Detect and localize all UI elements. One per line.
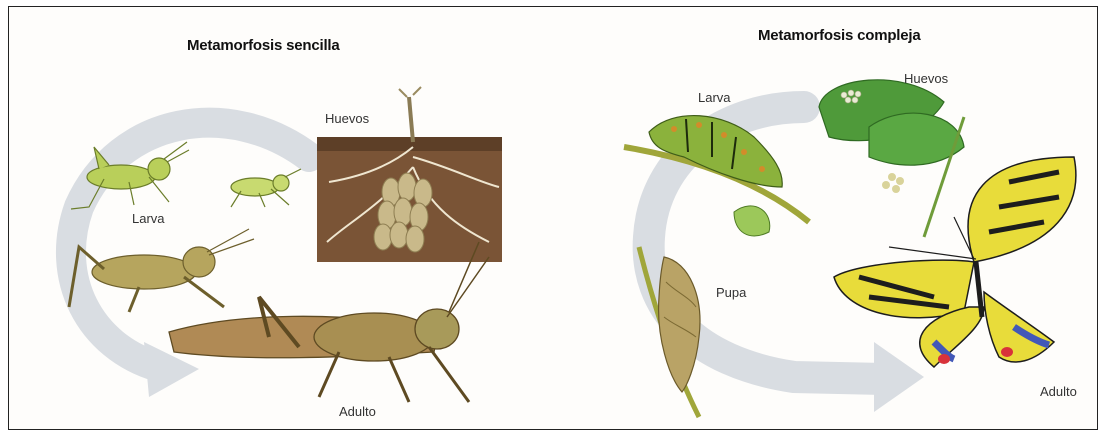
complex-metamorphosis-panel: Metamorfosis compleja Huevos Larva Pupa …	[604, 7, 1099, 429]
complex-pupa-label: Pupa	[716, 285, 746, 300]
nymph-tiny-illustration	[231, 169, 301, 207]
complex-metamorphosis-illustration	[604, 7, 1099, 431]
butterfly-illustration	[834, 157, 1076, 367]
simple-metamorphosis-title: Metamorfosis sencilla	[187, 37, 340, 54]
pupa-illustration	[639, 247, 700, 417]
simple-metamorphosis-panel: Metamorfosis sencilla Huevos Larva Adult…	[9, 7, 599, 429]
leaf-eggs-illustration	[819, 80, 964, 237]
simple-larva-label: Larva	[132, 211, 165, 226]
figure-frame: Metamorfosis sencilla Huevos Larva Adult…	[8, 6, 1098, 430]
complex-metamorphosis-title: Metamorfosis compleja	[758, 27, 921, 44]
simple-metamorphosis-illustration	[9, 7, 599, 431]
simple-eggs-label: Huevos	[325, 111, 369, 126]
simple-adult-label: Adulto	[339, 404, 376, 419]
adult-grasshopper-illustration	[169, 242, 489, 402]
complex-larva-label: Larva	[698, 90, 731, 105]
complex-eggs-label: Huevos	[904, 71, 948, 86]
complex-adult-label: Adulto	[1040, 384, 1077, 399]
